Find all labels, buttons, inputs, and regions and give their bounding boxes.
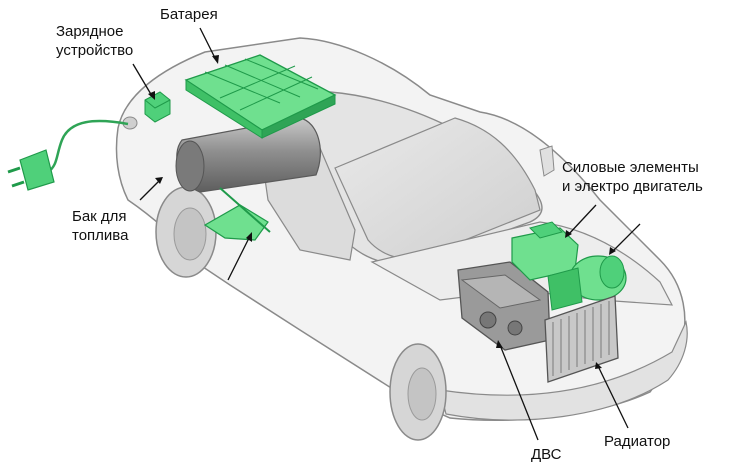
pointer-motor-2	[611, 223, 641, 253]
label-charger: Зарядное устройство	[56, 23, 134, 59]
pointer-charger	[132, 63, 153, 97]
side-mirror	[539, 145, 555, 177]
combustion-engine	[457, 261, 551, 351]
pointer-ice	[499, 344, 539, 441]
pointer-suspension	[227, 235, 251, 281]
rear-suspension	[203, 187, 271, 241]
battery-pack	[184, 54, 337, 139]
label-power-electronics: Силовые элементы и электро двигатель	[562, 159, 703, 195]
pointer-radiator	[597, 365, 629, 429]
pointer-tank	[139, 179, 161, 201]
front-wheel-hub	[407, 367, 437, 421]
pointer-motor	[567, 204, 597, 236]
front-bumper	[439, 320, 688, 421]
pointer-battery	[199, 27, 217, 61]
label-fuel-tank: Бак для топлива	[72, 208, 129, 244]
label-battery: Батарея	[160, 6, 218, 23]
windshield	[334, 117, 541, 260]
fuel-tank	[175, 117, 321, 193]
rear-wheel-hub	[173, 207, 207, 261]
label-radiator: Радиатор	[604, 433, 671, 450]
radiator	[544, 295, 619, 383]
charger-unit	[144, 91, 171, 123]
pointer-lines	[132, 27, 641, 441]
power-electronics-motor	[511, 221, 627, 311]
pointer-heads	[148, 55, 616, 369]
charging-plug	[7, 119, 129, 191]
label-ice: ДВС	[531, 446, 562, 463]
